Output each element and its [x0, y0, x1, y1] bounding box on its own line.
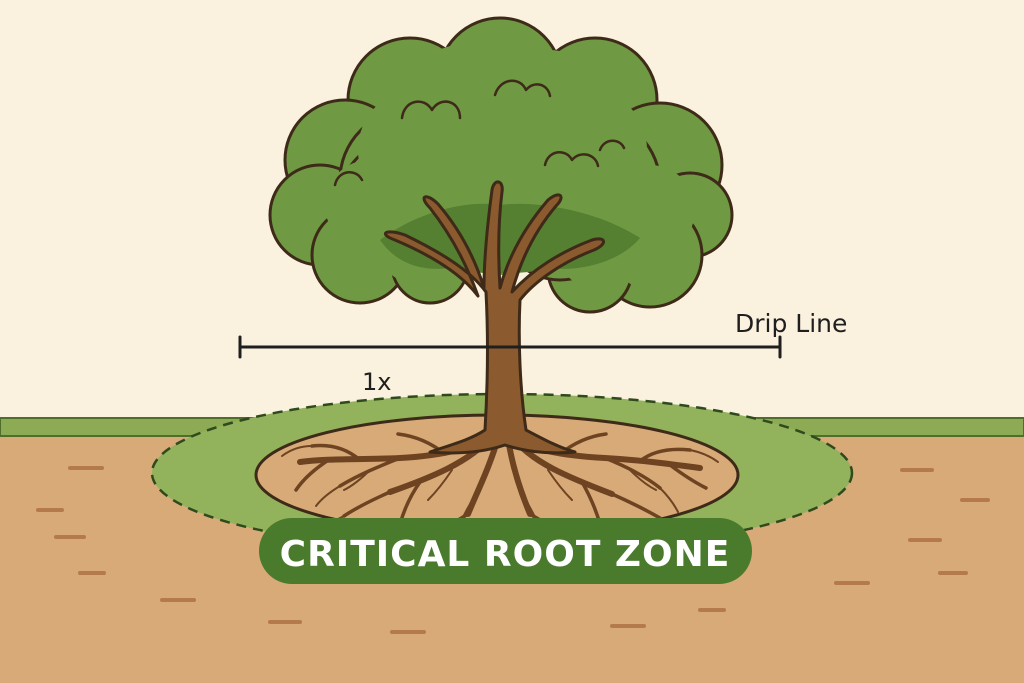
drip-line-label: Drip Line [735, 309, 847, 338]
root-zone-banner [259, 518, 752, 584]
drip-line-measure [238, 335, 782, 359]
root-zone-label: CRITICAL ROOT ZONE [280, 534, 731, 575]
soil-texture [36, 466, 990, 634]
multiplier-label: 1x [362, 368, 391, 396]
tree-trunk [383, 180, 605, 455]
